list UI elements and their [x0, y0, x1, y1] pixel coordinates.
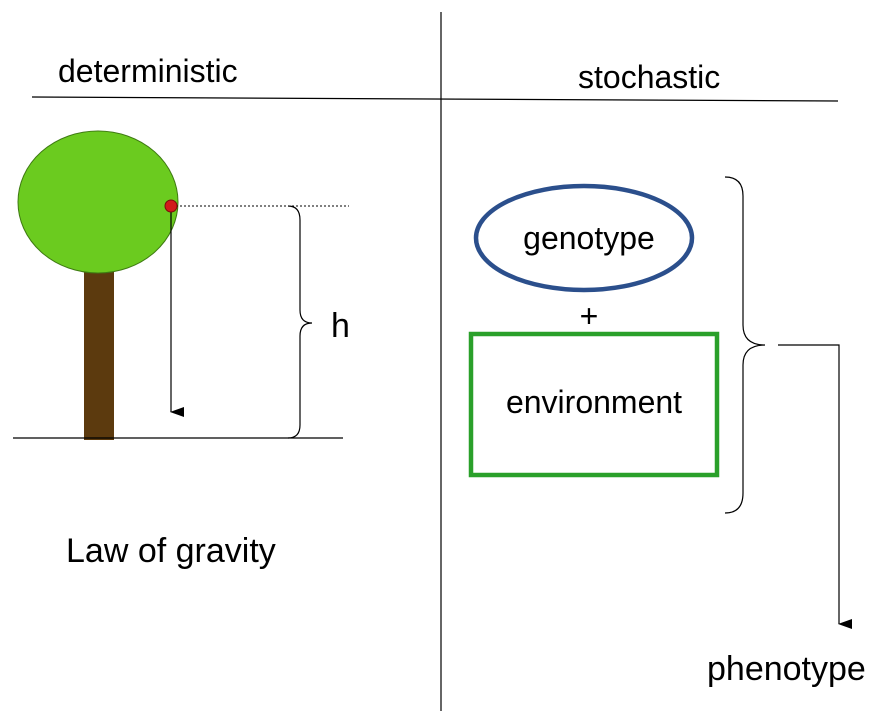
plus-sign: + — [580, 298, 599, 334]
phenotype-connector — [778, 344, 852, 629]
header-deterministic: deterministic — [58, 53, 238, 89]
genotype-label: genotype — [523, 220, 655, 256]
tree-trunk — [84, 270, 114, 440]
header-stochastic: stochastic — [578, 59, 720, 95]
combine-brace — [724, 176, 766, 514]
environment-box — [468, 331, 720, 478]
apple-dot — [164, 199, 178, 213]
tree-illustration — [17, 130, 179, 440]
phenotype-label: phenotype — [707, 650, 866, 688]
height-label: h — [331, 307, 350, 345]
genotype-ellipse — [473, 183, 695, 293]
law-of-gravity-caption: Law of gravity — [66, 532, 276, 570]
header-rule — [31, 96, 839, 102]
tree-canopy — [17, 130, 179, 274]
environment-label: environment — [506, 384, 682, 420]
height-brace — [287, 205, 313, 439]
